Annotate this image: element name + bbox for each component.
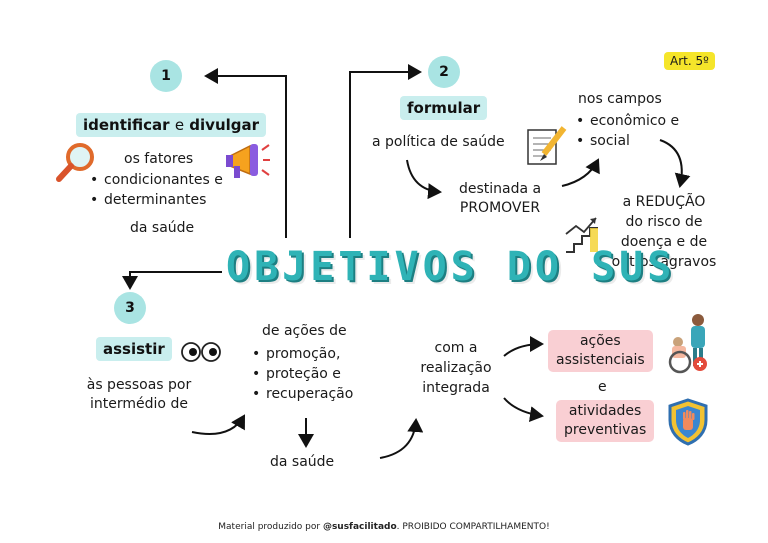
box-preventivas: atividades preventivas bbox=[556, 400, 655, 442]
chart-stairs-icon bbox=[565, 217, 598, 253]
footer: Material produzido por @susfacilitado. P… bbox=[0, 522, 768, 532]
result-line: outros agravos bbox=[611, 254, 717, 270]
footer-handle: @susfacilitado bbox=[322, 522, 397, 532]
megaphone-icon bbox=[226, 144, 270, 178]
objective-2-fields-intro: nos campos bbox=[578, 91, 662, 107]
verb-connector: e bbox=[174, 116, 185, 134]
arrow-policy-to-promover bbox=[406, 159, 442, 200]
verb-identificar: identificar bbox=[83, 116, 170, 134]
arrow-realization-to-assist bbox=[503, 336, 544, 357]
article-badge: Art. 5º bbox=[664, 52, 715, 70]
objective-1-verbs: identificar e divulgar bbox=[76, 113, 267, 137]
notepad-pencil-icon bbox=[527, 126, 567, 165]
objective-2-number: 2 bbox=[428, 56, 460, 88]
arrow-to-objective-3 bbox=[122, 271, 222, 290]
list-item: condicionantes e bbox=[90, 170, 223, 190]
box-line: ações bbox=[579, 333, 621, 349]
nurse-wheelchair-icon bbox=[668, 314, 707, 374]
box-line: preventivas bbox=[564, 422, 647, 438]
arrow-to-objective-2 bbox=[349, 64, 422, 238]
magnifier-icon bbox=[56, 143, 94, 182]
shield-hand-icon bbox=[668, 398, 708, 446]
objective-3-actions-tail: da saúde bbox=[270, 454, 335, 470]
result-line: doença e de bbox=[620, 234, 708, 250]
objective-1-tail: da saúde bbox=[130, 220, 195, 236]
list-item: social bbox=[576, 131, 679, 151]
eyes-icon bbox=[181, 342, 221, 362]
objective-2-destined: destinada a PROMOVER bbox=[446, 180, 554, 218]
objective-2-result: a REDUÇÃO do risco de doença e de outros… bbox=[606, 192, 722, 272]
objective-3-actions-intro: de ações de bbox=[262, 323, 347, 339]
list-item: determinantes bbox=[90, 190, 223, 210]
arrow-promover-to-fields bbox=[561, 158, 600, 187]
arrow-realization-to-prevent bbox=[503, 397, 544, 423]
footer-text: . PROIBIDO COMPARTILHAMENTO! bbox=[396, 522, 550, 532]
list-item: promoção, bbox=[252, 344, 353, 364]
objective-2-fields: econômico e social bbox=[576, 111, 679, 151]
box-line: assistenciais bbox=[556, 352, 645, 368]
destined-line: destinada a bbox=[458, 181, 542, 197]
objective-3-number: 3 bbox=[114, 292, 146, 324]
objective-3-target: às pessoas por intermédio de bbox=[80, 376, 198, 414]
objective-2-verb: formular bbox=[400, 96, 488, 120]
box-line: atividades bbox=[568, 403, 642, 419]
objective-3-verb: assistir bbox=[96, 337, 172, 361]
page-title: OBJETIVOS DO SUS bbox=[226, 244, 676, 290]
promover-line: PROMOVER bbox=[459, 200, 541, 216]
verb-divulgar: divulgar bbox=[189, 116, 260, 134]
and-connector: e bbox=[598, 379, 607, 395]
arrow-to-objective-1 bbox=[204, 68, 287, 238]
objective-1-number: 1 bbox=[150, 60, 182, 92]
objective-1-intro: os fatores bbox=[124, 151, 194, 167]
objective-3-actions: promoção, proteção e recuperação bbox=[252, 344, 353, 404]
objective-3-realization: com a realização integrada bbox=[410, 338, 502, 398]
result-line: a REDUÇÃO bbox=[622, 194, 706, 210]
arrow-assist-to-actions bbox=[191, 414, 246, 435]
realization-line: integrada bbox=[422, 380, 490, 396]
objective-1-list: condicionantes e determinantes bbox=[90, 170, 223, 210]
list-item: proteção e bbox=[252, 364, 353, 384]
box-assistenciais: ações assistenciais bbox=[548, 330, 653, 372]
target-line: às pessoas por bbox=[86, 377, 192, 393]
result-line: do risco de bbox=[625, 214, 703, 230]
target-line: intermédio de bbox=[90, 396, 188, 412]
arrow-health-to-realization bbox=[379, 418, 424, 459]
realization-line: com a bbox=[434, 340, 478, 356]
footer-text: Material produzido por bbox=[218, 522, 323, 532]
realization-line: realização bbox=[420, 360, 492, 376]
list-item: recuperação bbox=[252, 384, 353, 404]
list-item: econômico e bbox=[576, 111, 679, 131]
objective-2-object: a política de saúde bbox=[372, 134, 505, 150]
